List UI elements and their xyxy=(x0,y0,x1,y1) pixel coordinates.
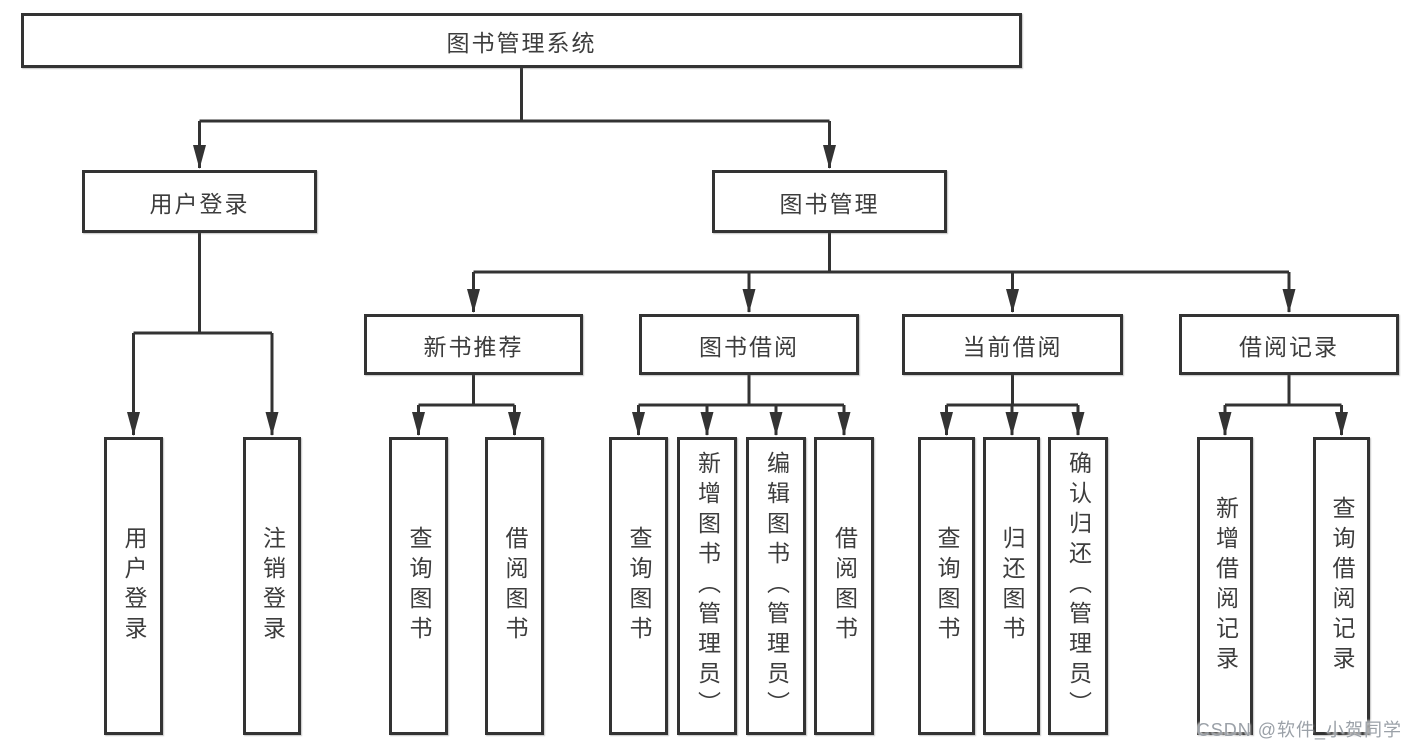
leaf-current-return-books-label: 归还图书 xyxy=(999,526,1025,646)
leaf-recommend-query-books: 查询图书 xyxy=(389,437,448,735)
node-new-book-recommendation: 新书推荐 xyxy=(364,314,583,375)
leaf-borrow-borrow-books: 借阅图书 xyxy=(814,437,874,735)
leaf-user-login-label: 用户登录 xyxy=(121,526,147,646)
node-book-management-label: 图书管理 xyxy=(779,190,880,217)
node-book-borrowing-label: 图书借阅 xyxy=(699,333,799,360)
connector-borrowing-records xyxy=(1218,375,1348,436)
leaf-borrow-add-books-admin: 新增图书（管理员） xyxy=(677,437,737,735)
connector-root xyxy=(193,68,836,169)
connector-new-book-recommendation xyxy=(412,375,521,436)
node-root-label: 图书管理系统 xyxy=(446,29,597,56)
node-user-login: 用户登录 xyxy=(82,170,317,233)
node-borrowing-records: 借阅记录 xyxy=(1179,314,1399,375)
leaf-borrow-edit-books-admin-label: 编辑图书（管理员） xyxy=(763,451,790,721)
leaf-current-confirm-return-admin: 确认归还（管理员） xyxy=(1048,437,1108,735)
leaf-user-login: 用户登录 xyxy=(104,437,163,735)
leaf-recommend-borrow-books-label: 借阅图书 xyxy=(502,526,528,646)
node-user-login-label: 用户登录 xyxy=(149,190,250,217)
connector-login xyxy=(127,233,279,436)
node-root: 图书管理系统 xyxy=(21,13,1022,68)
leaf-borrow-query-books-label: 查询图书 xyxy=(626,526,652,646)
node-current-borrowing-label: 当前借阅 xyxy=(962,333,1063,360)
leaf-logout-label: 注销登录 xyxy=(259,526,286,646)
connector-book-borrowing xyxy=(632,375,851,436)
node-current-borrowing: 当前借阅 xyxy=(902,314,1123,375)
node-book-borrowing: 图书借阅 xyxy=(639,314,859,375)
connector-current-borrowing xyxy=(940,375,1085,436)
leaf-records-add-record-label: 新增借阅记录 xyxy=(1212,496,1239,676)
leaf-recommend-borrow-books: 借阅图书 xyxy=(485,437,544,735)
leaf-current-query-books: 查询图书 xyxy=(918,437,975,735)
node-borrowing-records-label: 借阅记录 xyxy=(1239,333,1339,360)
leaf-current-return-books: 归还图书 xyxy=(983,437,1040,735)
leaf-logout: 注销登录 xyxy=(243,437,301,735)
leaf-records-add-record: 新增借阅记录 xyxy=(1197,437,1253,735)
leaf-records-query-record-label: 查询借阅记录 xyxy=(1329,496,1355,676)
leaf-borrow-query-books: 查询图书 xyxy=(609,437,668,735)
leaf-borrow-add-books-admin-label: 新增图书（管理员） xyxy=(694,451,721,721)
leaf-borrow-edit-books-admin: 编辑图书（管理员） xyxy=(746,437,806,735)
connector-management xyxy=(467,233,1296,313)
node-book-management: 图书管理 xyxy=(712,170,947,233)
leaf-records-query-record: 查询借阅记录 xyxy=(1313,437,1370,735)
leaf-borrow-borrow-books-label: 借阅图书 xyxy=(831,526,858,646)
leaf-recommend-query-books-label: 查询图书 xyxy=(406,526,432,646)
node-new-book-recommendation-label: 新书推荐 xyxy=(423,333,524,360)
csdn-watermark: CSDN @软件_小贺同学 xyxy=(1196,720,1402,740)
leaf-current-query-books-label: 查询图书 xyxy=(934,526,960,646)
leaf-current-confirm-return-admin-label: 确认归还（管理员） xyxy=(1065,451,1092,721)
